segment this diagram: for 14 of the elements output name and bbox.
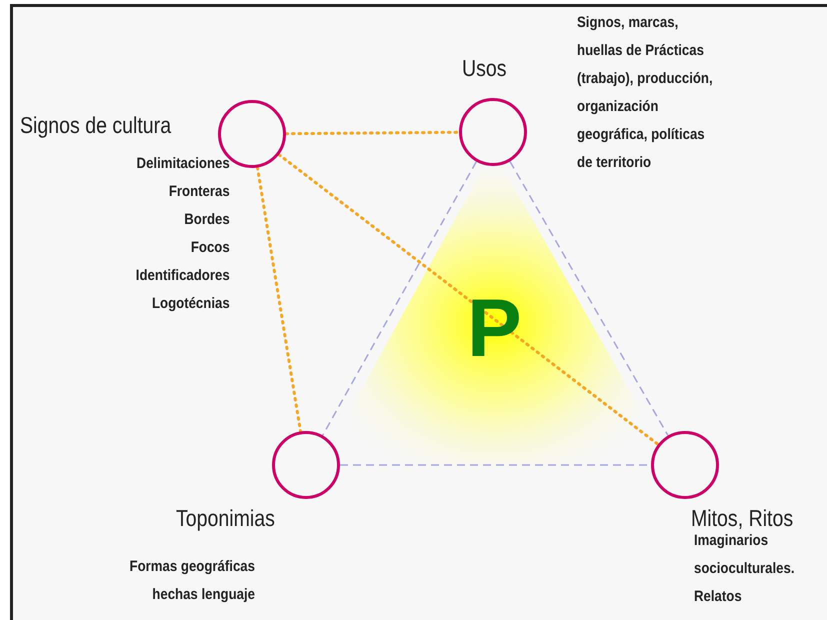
connector-line bbox=[509, 161, 669, 436]
connector-line bbox=[256, 166, 302, 433]
connector-line bbox=[278, 153, 660, 446]
description-text: Formas geográficas hechas lenguaje bbox=[128, 557, 255, 605]
center-letter: P bbox=[467, 288, 522, 370]
heading-text: Toponimias bbox=[176, 505, 275, 532]
description-text: Delimitaciones Fronteras Bordes Focos Identificadores Logotécnias bbox=[136, 154, 230, 314]
heading-text: Usos bbox=[462, 55, 507, 82]
connector-line bbox=[284, 130, 460, 136]
description-text: Signos, marcas, huellas de Prácticas (trabajo), producción, organización geográfica, políticas de territorio bbox=[577, 13, 714, 173]
connector-line bbox=[322, 161, 477, 436]
heading-text: Signos de cultura bbox=[20, 112, 172, 139]
description-text: Imaginarios socioculturales. Relatos bbox=[694, 531, 796, 607]
heading-text: Mitos, Ritos bbox=[691, 505, 794, 532]
